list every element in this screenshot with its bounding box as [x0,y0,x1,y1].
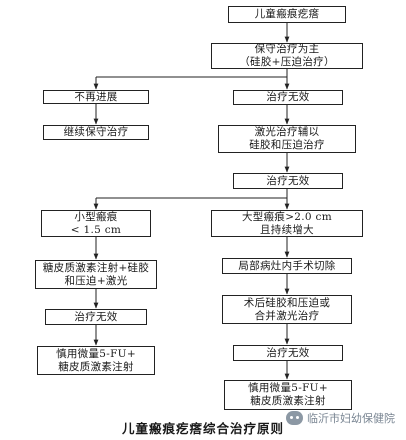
node-intralesional-excision: 局部病灶内手术切除 [222,258,352,274]
node-ineffective-4: 治疗无效 [233,345,343,361]
node-start: 儿童瘢痕疙瘩 [228,6,346,23]
node-ineffective-2: 治疗无效 [233,173,343,189]
node-ineffective-3: 治疗无效 [45,309,147,325]
watermark-text: 临沂市妇幼保健院 [307,412,395,425]
node-large-scar: 大型瘢痕>2.0 cm 且持续增大 [211,210,363,237]
node-postop: 术后硅胶和压迫或 合并激光治疗 [222,295,352,324]
node-no-progress: 不再进展 [43,90,149,104]
node-continue-conservative: 继续保守治疗 [43,125,149,140]
node-laser-adjunct: 激光治疗辅以 硅胶和压迫治疗 [218,125,356,153]
node-small-scar: 小型瘢痕 < 1.5 cm [41,210,151,237]
watermark: 临沂市妇幼保健院 [286,410,395,426]
node-ineffective-1: 治疗无效 [233,90,343,105]
node-fu-right: 慎用微量5-FU+ 糖皮质激素注射 [224,380,352,410]
diagram-caption: 儿童瘢痕疙瘩综合治疗原则 [121,421,284,436]
node-conservative: 保守治疗为主 （硅胶+压迫治疗） [211,43,363,69]
node-fu-left: 慎用微量5-FU+ 糖皮质激素注射 [37,346,155,375]
node-steroid-combo: 糖皮质激素注射+硅胶 和压迫+激光 [35,260,157,289]
wechat-icon [286,411,303,425]
